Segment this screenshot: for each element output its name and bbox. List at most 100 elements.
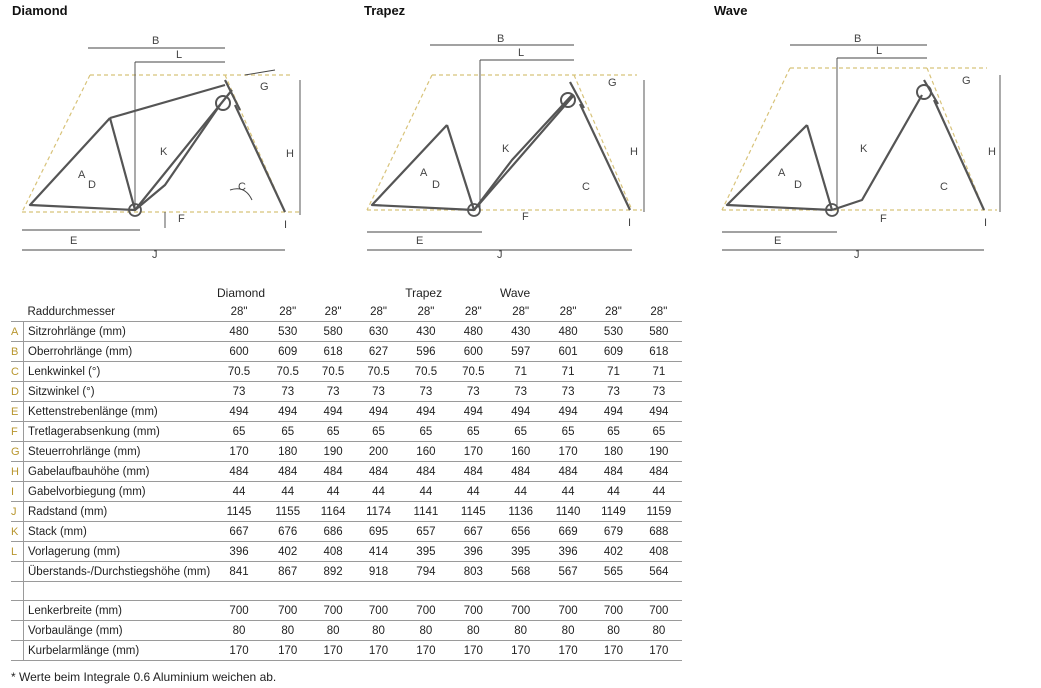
value-cell: 73: [355, 381, 402, 402]
value-cell: 65: [590, 421, 637, 442]
row-letter: [11, 640, 24, 661]
value-cell: 484: [265, 461, 311, 482]
svg-text:E: E: [416, 235, 423, 247]
svg-text:B: B: [497, 33, 504, 45]
svg-text:D: D: [794, 179, 802, 191]
value-cell: 170: [213, 640, 266, 661]
value-cell: 669: [545, 521, 591, 542]
value-cell: 70.5: [401, 361, 451, 382]
value-cell: 402: [265, 541, 311, 562]
svg-text:H: H: [630, 146, 638, 158]
svg-text:H: H: [286, 148, 294, 160]
value-cell: 484: [495, 461, 546, 482]
value-cell: 627: [355, 341, 402, 362]
svg-text:K: K: [860, 143, 868, 155]
row-letter: [11, 561, 24, 582]
value-cell: 1136: [495, 501, 546, 522]
value-cell: 480: [213, 321, 266, 342]
row-letter: K: [11, 521, 24, 542]
value-cell: 700: [213, 600, 266, 621]
wheel-size-cell: 28": [590, 302, 637, 322]
value-cell: 44: [355, 481, 402, 502]
value-cell: 1155: [265, 501, 311, 522]
value-cell: 44: [310, 481, 356, 502]
value-cell: 73: [265, 381, 311, 402]
table-spacer-row: [11, 581, 682, 601]
value-cell: 170: [310, 640, 356, 661]
value-cell: 484: [636, 461, 682, 482]
wheel-size-cell: 28": [310, 302, 356, 322]
value-cell: 686: [310, 521, 356, 542]
value-cell: 700: [450, 600, 496, 621]
figure-title: Diamond: [12, 3, 68, 18]
value-cell: 170: [495, 640, 546, 661]
svg-text:F: F: [880, 213, 887, 225]
value-cell: 73: [401, 381, 451, 402]
value-cell: 700: [265, 600, 311, 621]
value-cell: 71: [545, 361, 591, 382]
value-cell: 700: [355, 600, 402, 621]
row-letter: J: [11, 501, 24, 522]
svg-text:F: F: [178, 213, 185, 225]
value-cell: 44: [213, 481, 266, 502]
value-cell: 430: [495, 321, 546, 342]
value-cell: 600: [213, 341, 266, 362]
svg-text:G: G: [962, 75, 971, 87]
value-cell: 484: [310, 461, 356, 482]
wheel-size-cell: 28": [545, 302, 591, 322]
value-cell: 190: [310, 441, 356, 462]
value-cell: 564: [636, 561, 682, 582]
row-label: Sitzwinkel (°): [23, 381, 213, 402]
value-cell: 73: [545, 381, 591, 402]
wheel-size-cell: 28": [265, 302, 311, 322]
bike-diagram-diamond: B L K G H C A D F E J I: [21, 35, 301, 261]
value-cell: 73: [310, 381, 356, 402]
value-cell: 430: [401, 321, 451, 342]
svg-text:K: K: [160, 146, 168, 158]
value-cell: 803: [450, 561, 496, 582]
svg-text:I: I: [628, 217, 631, 229]
spacer-cell: [401, 581, 451, 601]
value-cell: 618: [636, 341, 682, 362]
spacer-cell: [495, 581, 546, 601]
value-cell: 1141: [401, 501, 451, 522]
row-letter: [11, 600, 24, 621]
row-letter: I: [11, 481, 24, 502]
svg-text:L: L: [876, 45, 882, 57]
value-cell: 80: [636, 620, 682, 641]
value-cell: 65: [401, 421, 451, 442]
svg-text:G: G: [608, 77, 617, 89]
row-label: Radstand (mm): [23, 501, 213, 522]
value-cell: 530: [265, 321, 311, 342]
value-cell: 609: [590, 341, 637, 362]
value-cell: 484: [545, 461, 591, 482]
value-cell: 180: [590, 441, 637, 462]
value-cell: 73: [213, 381, 266, 402]
row-label: Kettenstrebenlänge (mm): [23, 401, 213, 422]
value-cell: 892: [310, 561, 356, 582]
svg-text:L: L: [176, 49, 182, 61]
value-cell: 65: [495, 421, 546, 442]
value-cell: 408: [636, 541, 682, 562]
figure-diamond: Diamond: [0, 0, 340, 262]
value-cell: 170: [265, 640, 311, 661]
value-cell: 580: [636, 321, 682, 342]
value-cell: 70.5: [310, 361, 356, 382]
wheel-size-cell: 28": [450, 302, 496, 322]
value-cell: 679: [590, 521, 637, 542]
row-letter: B: [11, 341, 24, 362]
svg-text:A: A: [778, 167, 786, 179]
svg-text:J: J: [497, 249, 503, 261]
value-cell: 170: [450, 640, 496, 661]
value-cell: 1149: [590, 501, 637, 522]
group-label-cell: [591, 284, 636, 302]
